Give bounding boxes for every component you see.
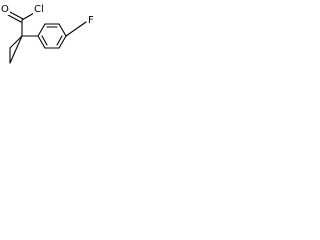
structure-drawing [7, 11, 87, 64]
bond-carbonyl-double-a [7, 14, 22, 23]
chlorine-atom-label: Cl [33, 4, 45, 15]
oxygen-atom-label: O [0, 4, 10, 15]
bond-ring-inner-3 [41, 35, 48, 46]
bond-ring-inner-2 [56, 35, 63, 46]
bond-ring-4 [58, 35, 67, 49]
bond-ring-6 [37, 35, 46, 49]
bond-cyclopropane-1 [9, 35, 23, 49]
bond-ring-1 [37, 23, 46, 37]
bond-fluorine [65, 21, 87, 37]
fluorine-atom-label: F [87, 15, 95, 26]
bond-cyclopropane-3 [9, 35, 23, 64]
bond-ring-3 [58, 23, 67, 37]
molecule-diagram: O Cl F [0, 0, 98, 67]
bond-carbonyl-cl [21, 12, 35, 21]
bond-carbonyl-double-b [9, 11, 24, 20]
